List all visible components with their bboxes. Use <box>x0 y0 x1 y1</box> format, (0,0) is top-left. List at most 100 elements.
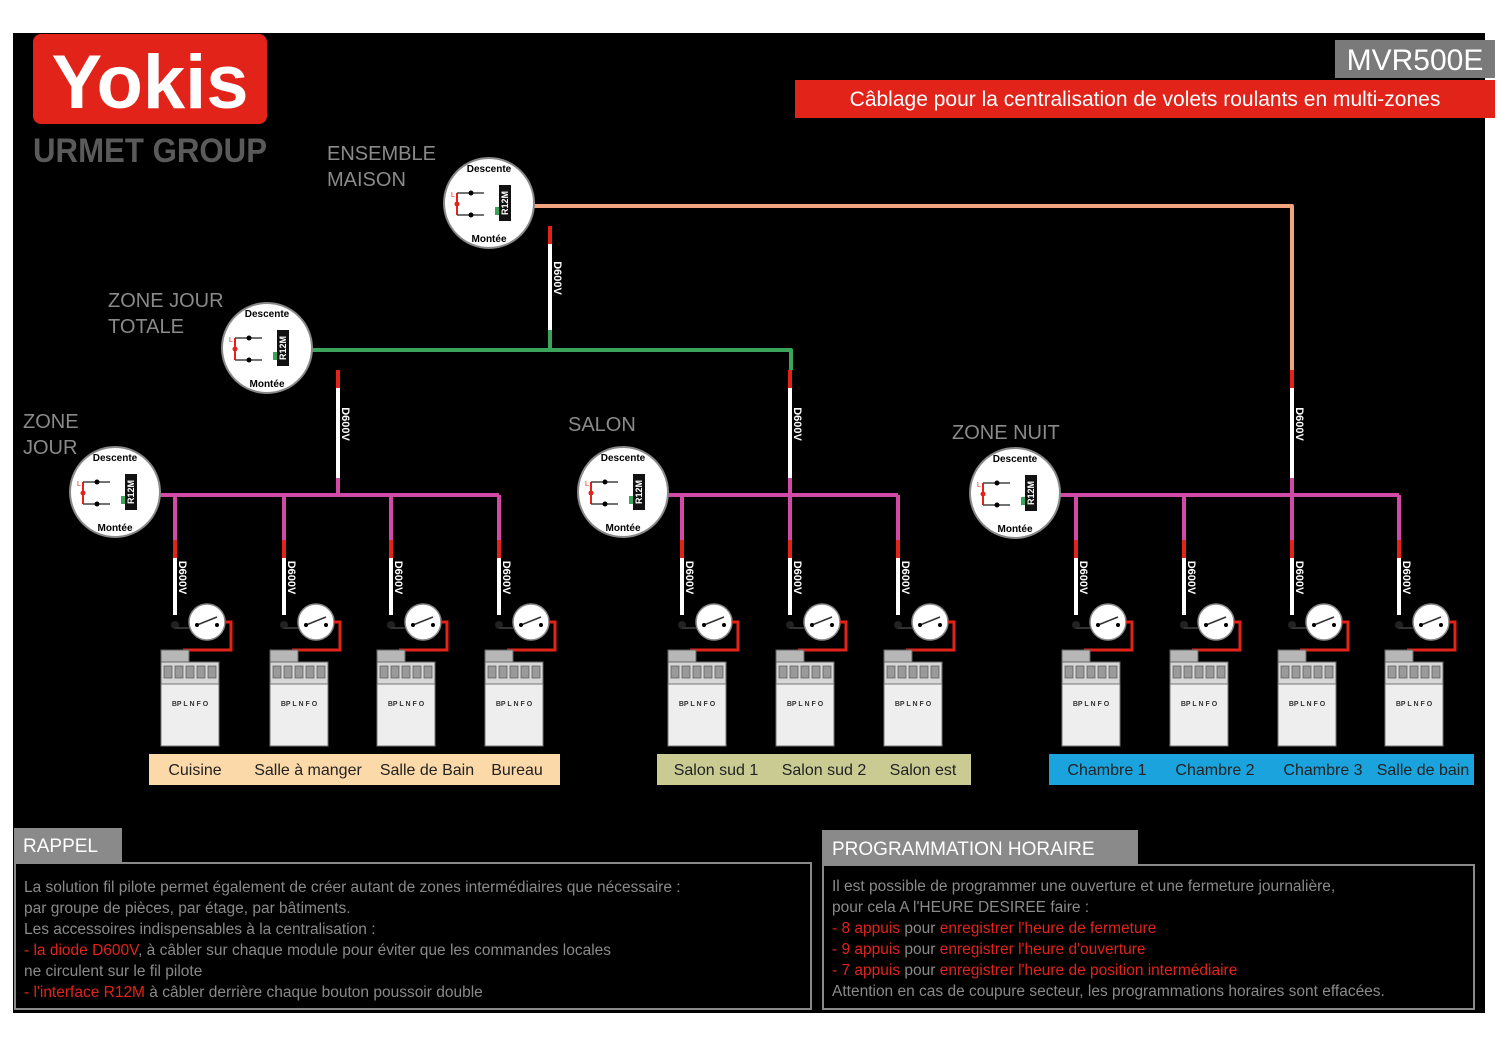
push-button <box>803 603 841 641</box>
subtitle: Câblage pour la centralisation de volets… <box>850 88 1441 111</box>
screw-terminal <box>919 665 929 679</box>
live-feed <box>906 620 956 652</box>
terminal-block <box>1169 649 1199 663</box>
terminal-labels: BP L N F O <box>1289 701 1326 708</box>
descente-label: Descente <box>467 164 512 175</box>
live-label: L <box>77 481 81 488</box>
contact <box>1439 623 1443 627</box>
screw-terminal <box>498 665 508 679</box>
diode-d600v: D600V <box>788 540 803 615</box>
terminal-block <box>1061 649 1091 663</box>
rappel-item-2: - l'interface R12M à câbler derrière cha… <box>24 982 808 1003</box>
terminal-block <box>883 649 913 663</box>
bullet-dash: - <box>832 920 842 937</box>
diagram-background <box>13 33 1485 1013</box>
contact <box>304 623 308 627</box>
prog-mid: pour <box>900 941 940 958</box>
contact <box>324 623 328 627</box>
diode-band <box>1290 370 1294 388</box>
prog-action: enregistrer l'heure d'ouverture <box>939 941 1146 958</box>
screw-terminal <box>1205 665 1215 679</box>
screw-terminal <box>1108 665 1118 679</box>
shutter-module-salon: BP L N F O <box>667 603 740 747</box>
module-body <box>775 683 835 747</box>
room-strip-bg <box>657 754 971 785</box>
contact <box>431 623 435 627</box>
contact <box>94 501 100 507</box>
diode-body <box>336 370 340 478</box>
room-strip-bg <box>149 754 560 785</box>
diode-band <box>173 540 177 558</box>
push-button <box>512 603 550 641</box>
screw-terminal <box>283 665 293 679</box>
contact <box>246 357 252 363</box>
terminal-block <box>160 649 190 663</box>
push-button <box>911 603 949 641</box>
r12m-terminal <box>273 352 277 360</box>
diode-band <box>1182 540 1186 558</box>
contact <box>722 623 726 627</box>
bus-wires <box>140 204 1399 497</box>
descente-label: Descente <box>993 454 1038 465</box>
live-feed <box>292 620 342 652</box>
rappel-title: RAPPEL <box>23 836 98 857</box>
contact <box>94 479 100 485</box>
screw-terminal <box>897 665 907 679</box>
room-label: Salle de bain <box>1377 762 1470 779</box>
r12m-label: R12M <box>278 336 288 360</box>
diode-d600v: D600V <box>1290 370 1305 478</box>
diode-d600v: D600V <box>173 540 188 615</box>
module-body <box>1169 683 1229 747</box>
prog-item: - 9 appuis pour enregistrer l'heure d'ou… <box>832 939 1472 960</box>
prog-footer: Attention en cas de coupure secteur, les… <box>832 983 1385 1000</box>
zone-jour-label-1: ZONE <box>23 411 79 433</box>
push-button <box>188 603 226 641</box>
screw-terminal <box>1302 665 1312 679</box>
terminal-labels: BP L N F O <box>679 701 716 708</box>
contact <box>1116 623 1120 627</box>
prog-line-1: Il est possible de programmer une ouvert… <box>832 878 1336 895</box>
prog-line-2: pour cela A l'HEURE DESIREE faire : <box>832 899 1090 916</box>
terminal-labels: BP L N F O <box>496 701 533 708</box>
diode-body <box>548 226 552 330</box>
shutter-module-salon: BP L N F O <box>883 603 956 747</box>
live-feed <box>1407 620 1457 652</box>
live-label: L <box>229 337 233 344</box>
descente-label: Descente <box>93 453 138 464</box>
diode-band <box>1290 540 1294 558</box>
r12m-module <box>1025 475 1037 511</box>
diode-label: D600V <box>176 561 188 595</box>
screw-terminal <box>1075 665 1085 679</box>
live-label: L <box>451 192 455 199</box>
group-text: URMET GROUP <box>33 132 267 170</box>
diode-body <box>896 540 900 615</box>
terminal-labels: BP L N F O <box>388 701 425 708</box>
screw-terminal <box>1086 665 1096 679</box>
screw-terminal <box>305 665 315 679</box>
screw-terminal <box>681 665 691 679</box>
diode-label: D600V <box>683 561 695 595</box>
diode-label: D600V <box>1185 561 1197 595</box>
rappel-tab: RAPPEL <box>14 828 122 864</box>
bus-branch <box>788 495 792 540</box>
diode-label: D600V <box>1293 561 1305 595</box>
screw-terminal <box>1172 665 1182 679</box>
screw-terminal <box>822 665 832 679</box>
bus-branch <box>389 495 393 540</box>
r12m-terminal <box>121 496 125 504</box>
contact <box>588 490 594 496</box>
diode-band <box>548 226 552 244</box>
bullet-dash: - <box>832 941 842 958</box>
prog-count: 8 appuis <box>841 920 901 937</box>
diode-band <box>788 370 792 388</box>
contact <box>1419 623 1423 627</box>
bus-maison <box>528 204 1294 370</box>
diode-label: D600V <box>339 407 351 441</box>
